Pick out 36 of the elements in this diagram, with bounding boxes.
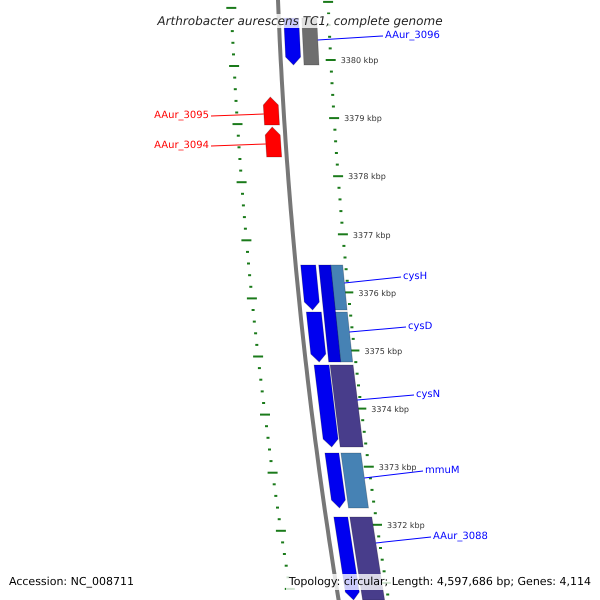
leader-line: [210, 114, 264, 116]
tick-label: 3380 kbp: [340, 56, 378, 66]
gene-label: AAur_3088: [433, 531, 488, 543]
gene-block: [264, 126, 282, 158]
leader-line: [375, 536, 432, 544]
tick-label: 3374 kbp: [371, 405, 409, 415]
tick-label: 3375 kbp: [364, 347, 402, 357]
gene-bar: [334, 312, 354, 362]
gene-label: AAur_3096: [385, 30, 440, 42]
gene-block: [300, 264, 320, 311]
leader-line: [348, 326, 406, 332]
tick-label: 3372 kbp: [387, 521, 425, 531]
leader-line: [356, 394, 414, 400]
gene-block: [314, 364, 339, 448]
gene-bar: [330, 364, 364, 448]
gene-label: cysH: [403, 271, 428, 283]
gene-bar: [330, 264, 348, 310]
tick-label: 3373 kbp: [378, 463, 416, 473]
tick-label: 3377 kbp: [352, 231, 391, 241]
gene-block: [262, 96, 280, 126]
gene-bar: [318, 264, 342, 362]
gene-label: AAur_3095: [154, 110, 209, 122]
tick-label: 3378 kbp: [348, 172, 386, 182]
leader-line: [344, 276, 402, 284]
gene-label: mmuM: [425, 465, 460, 477]
gene-label: cysN: [416, 389, 440, 401]
gene-block: [324, 452, 346, 509]
tick-label: 3376 kbp: [358, 289, 396, 299]
leader-line: [210, 144, 266, 146]
gene-label: AAur_3094: [154, 140, 209, 152]
leader-line: [317, 36, 384, 40]
gene-block: [306, 312, 326, 363]
gene-bar: [340, 452, 369, 508]
leader-line: [364, 470, 424, 478]
tick-label: 3379 kbp: [344, 114, 382, 124]
gene-label: cysD: [408, 321, 432, 333]
